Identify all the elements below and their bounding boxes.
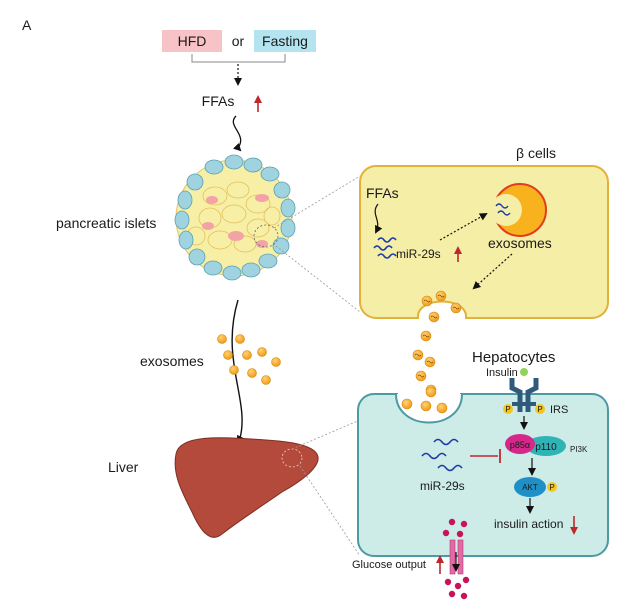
- islet-label: pancreatic islets: [56, 215, 156, 231]
- insulin-receptor-icon: [509, 368, 539, 412]
- pancreatic-islet: [174, 154, 296, 281]
- hfd-label: HFD: [178, 33, 207, 49]
- hfd-box: [162, 30, 222, 52]
- phospho-left-label: P: [505, 405, 510, 414]
- beta-ffas-label: FFAs: [366, 185, 399, 201]
- ffas-to-islet-arrow: [232, 115, 242, 152]
- zoom-line-bottom: [275, 245, 361, 313]
- liver-zoom-top: [291, 419, 361, 450]
- exosomes-left-label: exosomes: [140, 353, 204, 369]
- glucose-molecules: [442, 518, 470, 600]
- beta-ffas-arrow: [374, 203, 383, 234]
- panel-label: A: [22, 17, 32, 33]
- phospho-right-label: P: [537, 405, 542, 414]
- liver-label: Liver: [108, 459, 139, 475]
- hepatocyte-box: [357, 390, 609, 557]
- pocket-exosomes: [401, 386, 448, 414]
- beta-cells-title: β cells: [516, 145, 556, 161]
- exosome-cluster-left: [217, 334, 281, 385]
- exosome-release-arrow: [472, 253, 513, 290]
- large-exosome-icon: [490, 183, 547, 237]
- beta-mirna-icon: [373, 237, 397, 259]
- or-label: or: [232, 33, 245, 49]
- pi3k-label: PI3K: [570, 445, 588, 454]
- fasting-label: Fasting: [262, 33, 308, 49]
- p110-label: p110: [535, 442, 557, 453]
- mir-to-exosome-arrow: [439, 213, 488, 241]
- zoom-line-top: [273, 175, 361, 229]
- ffas-label: FFAs: [202, 93, 235, 109]
- beta-mir-label: miR-29s: [396, 247, 441, 261]
- irs-label: IRS: [550, 404, 568, 416]
- hepatocytes-title: Hepatocytes: [472, 349, 555, 366]
- insulin-label: Insulin: [486, 367, 518, 379]
- liver-zoom-bottom: [299, 465, 361, 557]
- beta-exosomes-label: exosomes: [488, 235, 552, 251]
- glucose-transporter-icon: [449, 539, 464, 575]
- akt-label: AKT: [522, 483, 538, 492]
- akt-node: AKT P: [514, 477, 557, 497]
- receptor-phospho-right: P: [535, 404, 545, 414]
- p85-label: p85α: [510, 440, 530, 450]
- islet-to-liver-arrow: [231, 299, 245, 444]
- condition-header: HFD or Fasting FFAs: [162, 30, 316, 152]
- akt-phospho-label: P: [549, 483, 554, 492]
- glucose-output-label: Glucose output: [352, 559, 426, 571]
- pi3k-complex: p110 p85α PI3K: [505, 434, 588, 456]
- liver-organ: [174, 437, 319, 538]
- condition-bracket: [191, 54, 286, 63]
- hepato-mir-label: miR-29s: [420, 479, 465, 493]
- receptor-phospho-left: P: [503, 404, 513, 414]
- hepato-mirna-icon: [421, 438, 463, 472]
- fasting-box: [254, 30, 316, 52]
- insulin-action-label: insulin action: [494, 517, 563, 531]
